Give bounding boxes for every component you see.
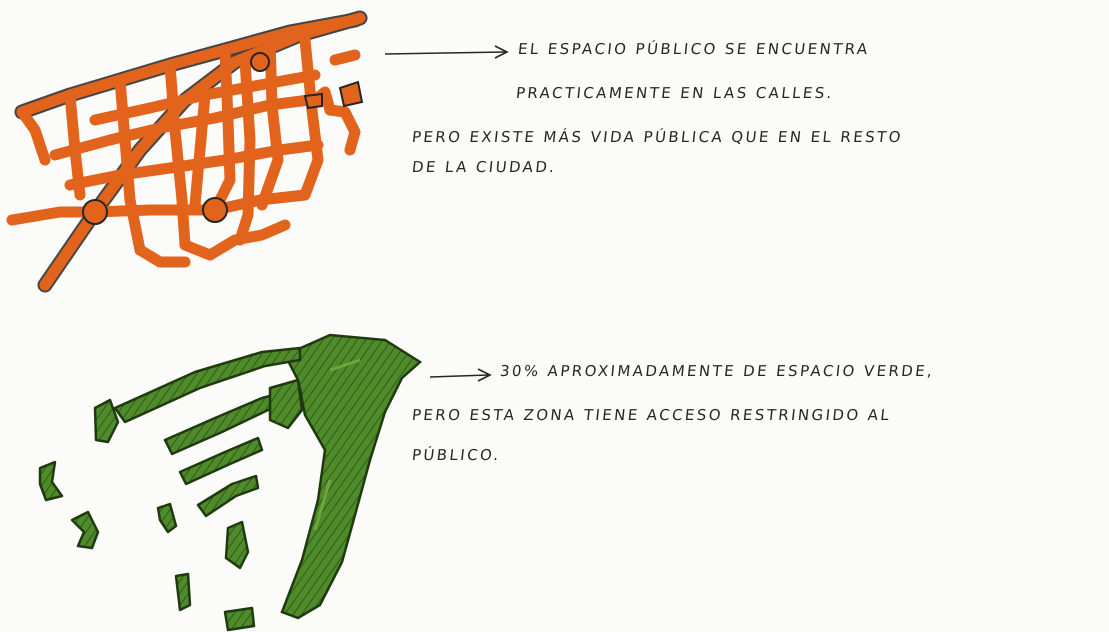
- streets-note-line-3: PERO EXISTE MÁS VIDA PÚBLICA QUE EN EL R…: [411, 128, 904, 146]
- green-space-sketch: [38, 333, 423, 632]
- green-note-line-2: PERO ESTA ZONA TIENE ACCESO RESTRINGIDO …: [411, 406, 893, 424]
- arrow-to-streets-note-icon: [384, 45, 509, 59]
- street-lines: [6, 12, 366, 291]
- streets-note-line-4: DE LA CIUDAD.: [411, 158, 558, 176]
- streets-note-line-1: EL ESPACIO PÚBLICO SE ENCUENTRA: [517, 40, 871, 58]
- arrow-to-green-note-icon: [429, 368, 492, 382]
- green-note-line-3: PÚBLICO.: [411, 446, 502, 464]
- streets-note-line-2: PRACTICAMENTE EN LAS CALLES.: [515, 84, 835, 102]
- green-note-line-1: 30% APROXIMADAMENTE DE ESPACIO VERDE,: [499, 362, 936, 380]
- plazas: [82, 52, 270, 225]
- green-main-area: [280, 333, 423, 620]
- street-network-sketch: [6, 10, 368, 293]
